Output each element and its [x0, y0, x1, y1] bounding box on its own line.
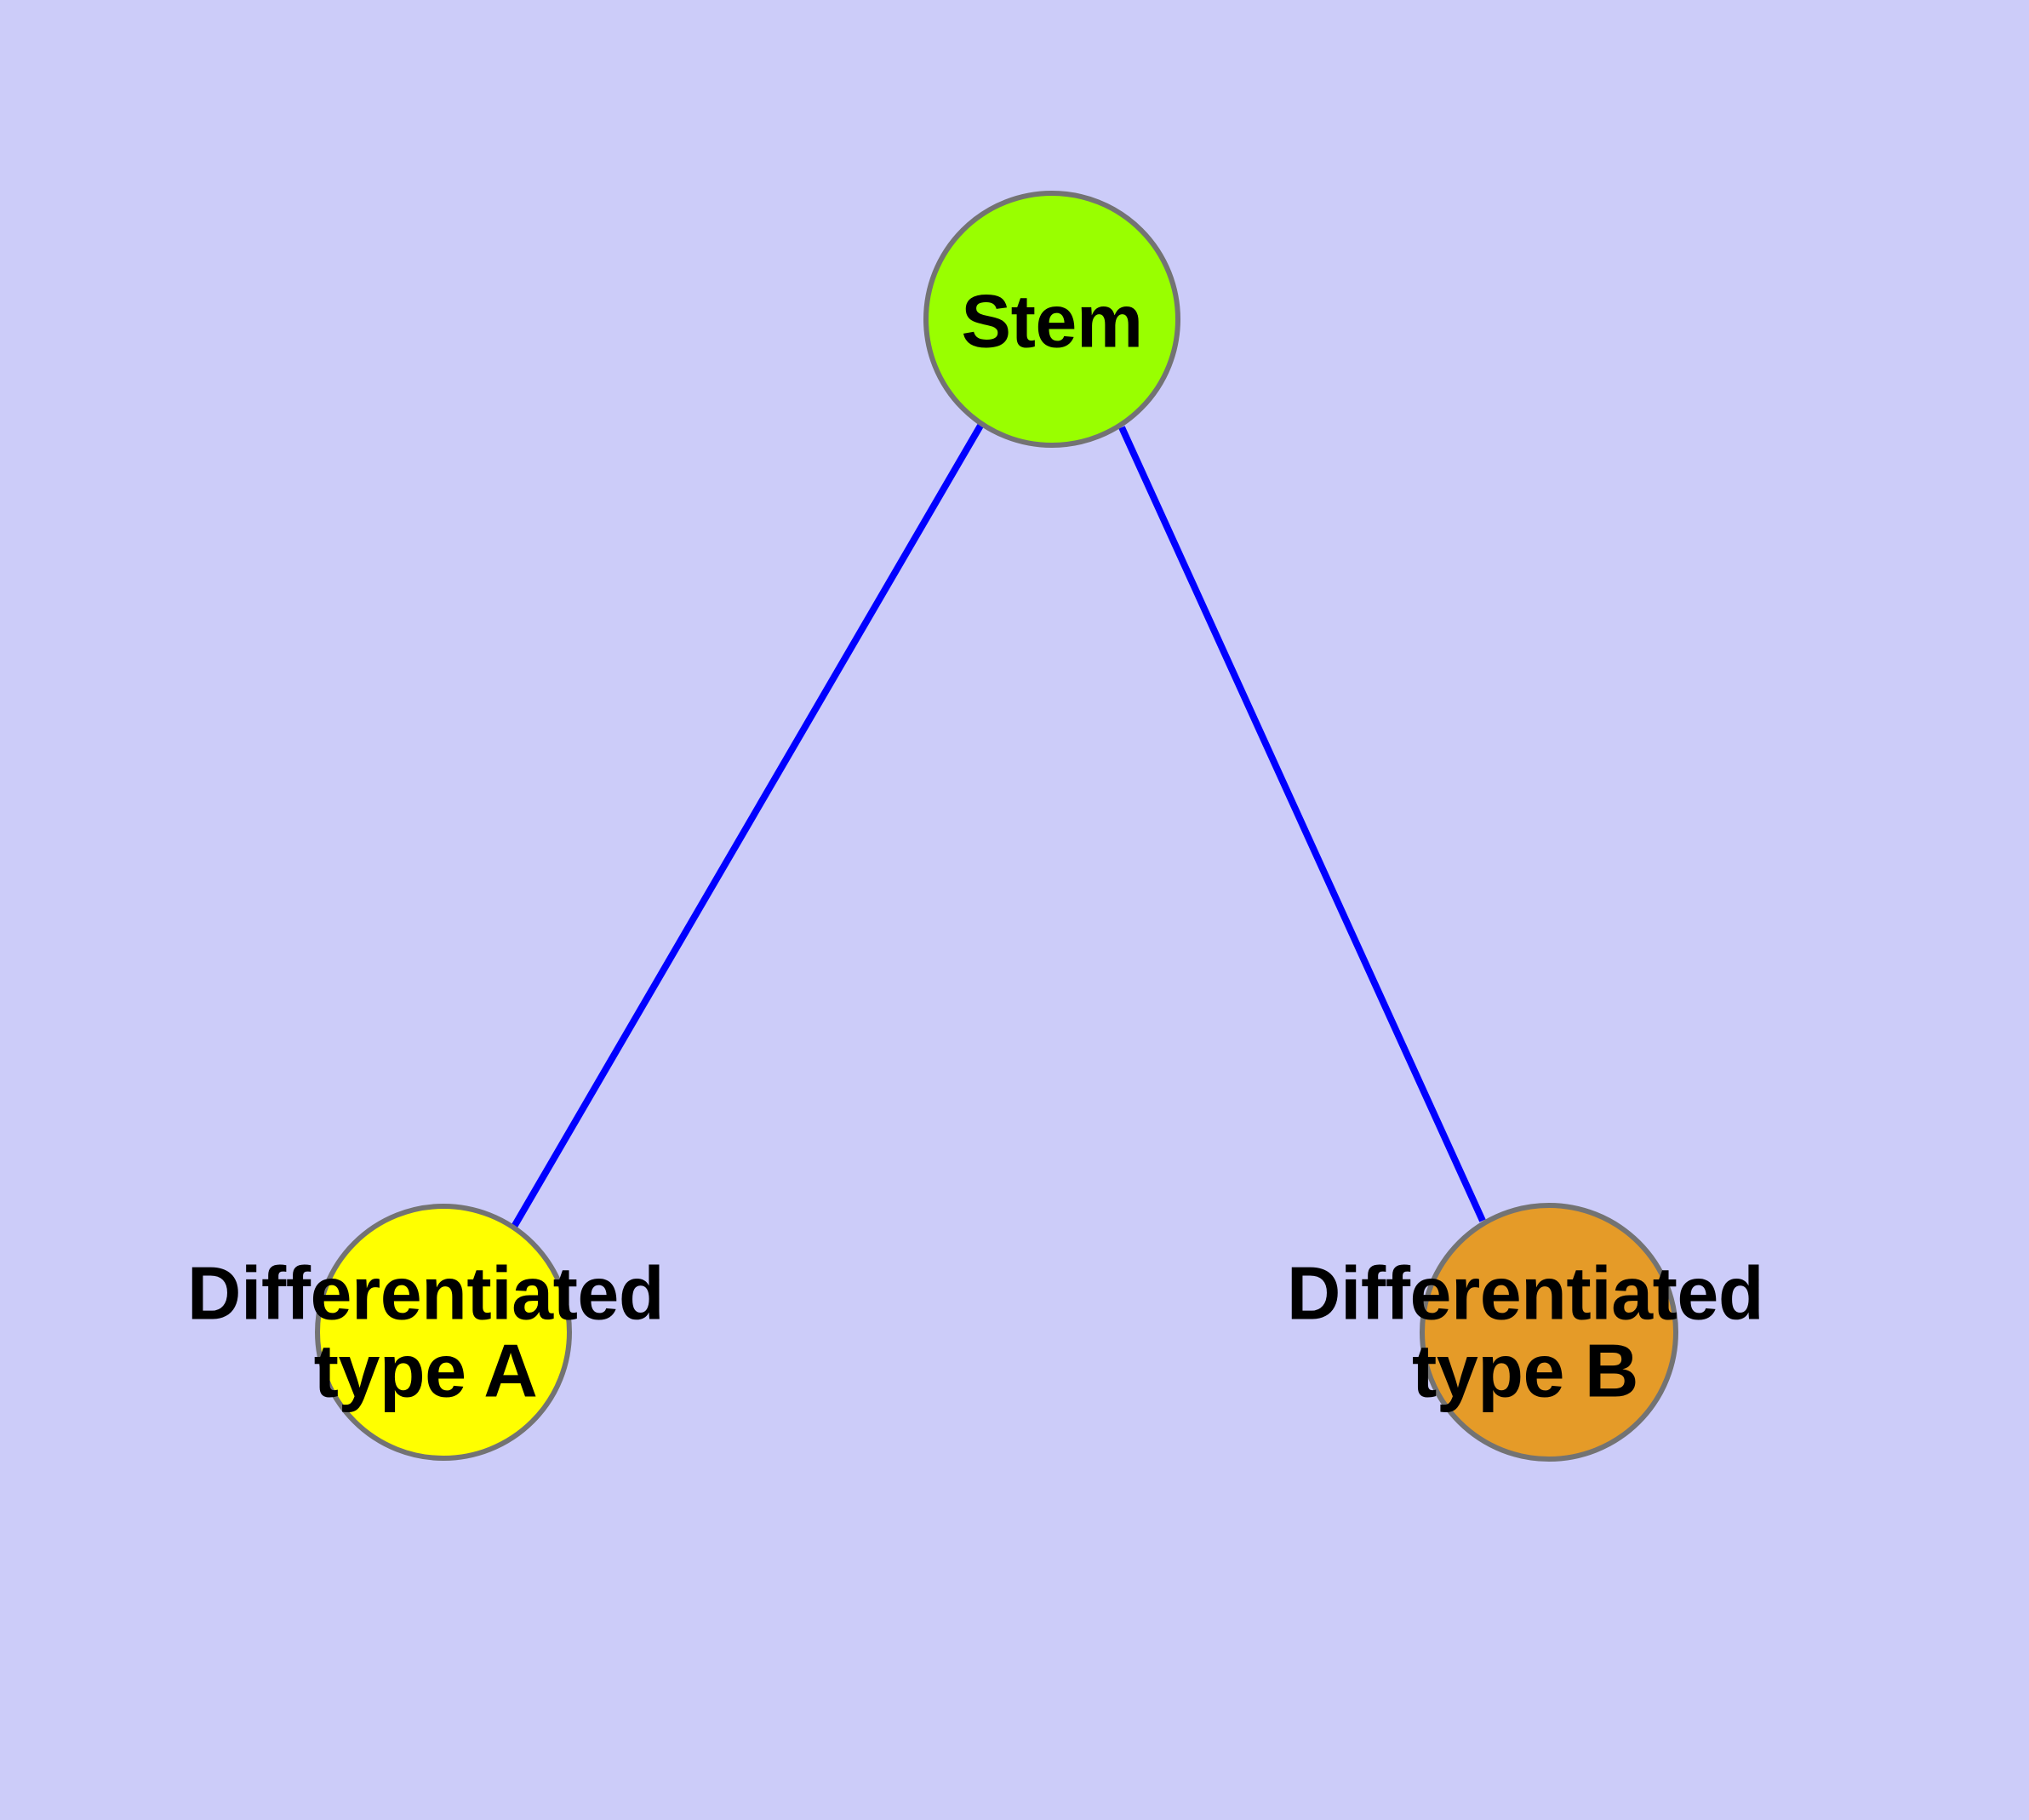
- node-label-differentiated-type-a: Differentiated type A: [186, 1251, 665, 1412]
- node-differentiated-type-a[interactable]: [315, 1204, 572, 1461]
- node-differentiated-type-b[interactable]: [1420, 1203, 1678, 1462]
- edge-stem-to-diff-a[interactable]: [511, 423, 984, 1229]
- node-stem[interactable]: [923, 191, 1180, 448]
- edge-stem-to-diff-b[interactable]: [1118, 426, 1486, 1222]
- node-label-stem: Stem: [961, 278, 1143, 363]
- node-label-differentiated-type-b: Differentiated type B: [1286, 1251, 1764, 1412]
